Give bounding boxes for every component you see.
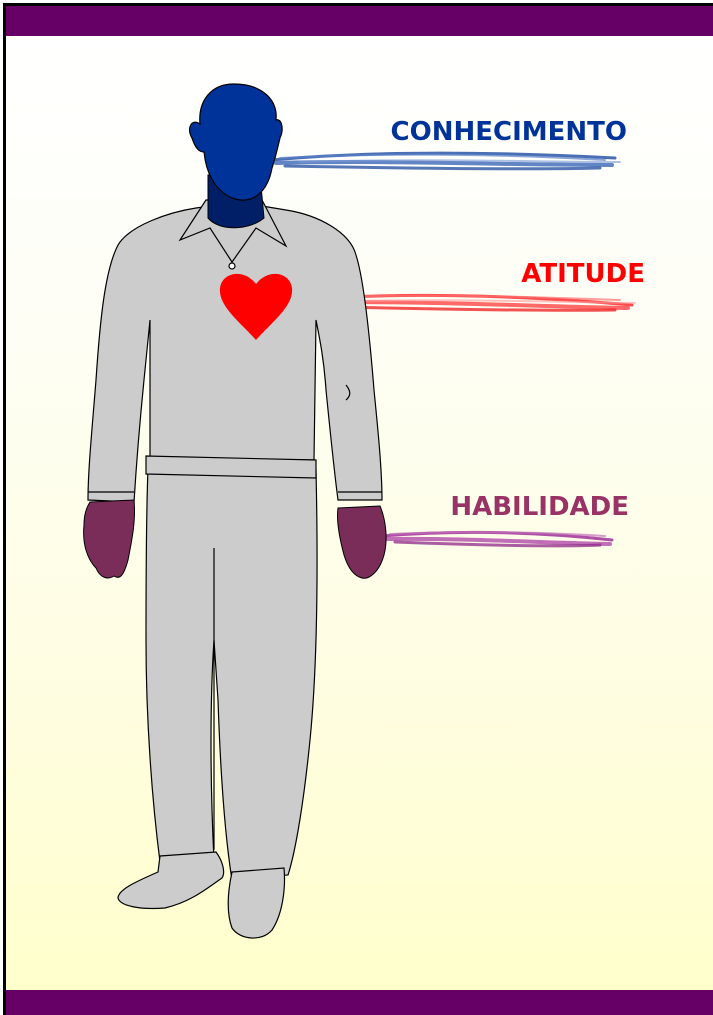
attitude-label: ATITUDE (521, 259, 645, 289)
trousers (146, 468, 317, 880)
knowledge-stroke (272, 153, 620, 169)
skill-stroke (382, 532, 612, 546)
skill-label: HABILIDADE (450, 492, 629, 522)
head (190, 84, 283, 200)
jacket (88, 200, 382, 502)
knowledge-label: CONHECIMENTO (391, 117, 627, 147)
